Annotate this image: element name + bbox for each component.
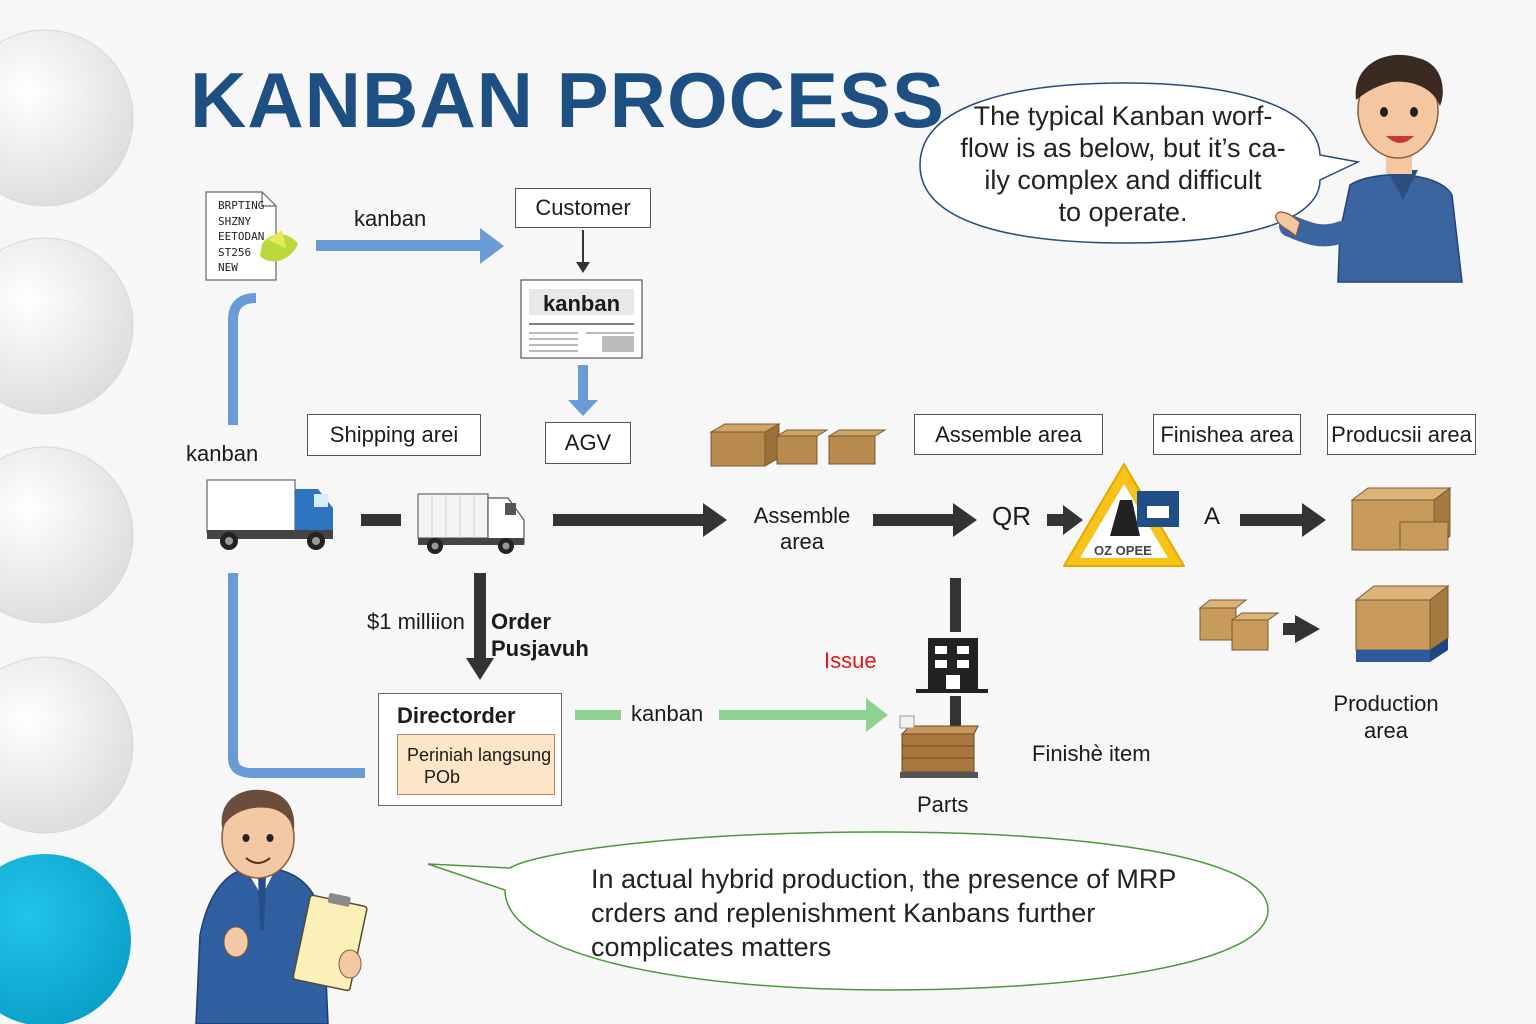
speech-top-text: The typical Kanban worf- flow is as belo… bbox=[938, 100, 1308, 228]
blue-loop-connector bbox=[228, 293, 257, 425]
green-arrows bbox=[575, 698, 888, 732]
finished-area-box: Finishea area bbox=[1153, 414, 1301, 455]
note-line-1: Periniah langsung bbox=[407, 745, 552, 765]
assemble-label-line-1: Assemble bbox=[753, 503, 851, 528]
parts-label: Parts bbox=[917, 792, 969, 817]
note-line-2: POb bbox=[424, 767, 461, 787]
shipping-area-box: Shipping arei bbox=[307, 414, 481, 456]
document-text: BRPTING SHZNY EETODAN ST256 NEW bbox=[218, 198, 264, 276]
direct-order-label: Directorder bbox=[397, 703, 516, 728]
document-line: NEW bbox=[218, 261, 238, 274]
document-line: SHZNY bbox=[218, 214, 252, 228]
document-icon bbox=[205, 191, 298, 281]
speech-bottom-line-3: complicates matters bbox=[591, 932, 832, 962]
parts-crate-icon bbox=[899, 715, 979, 778]
decorative-circles bbox=[0, 29, 134, 1024]
finished-item-label: Finishè item bbox=[1032, 741, 1151, 766]
speech-top-line-3: ily complex and difficult bbox=[984, 165, 1262, 195]
speech-bubble-top bbox=[919, 82, 1361, 244]
agv-box: AGV bbox=[545, 422, 631, 464]
cardboard-boxes-icon bbox=[709, 423, 887, 467]
assemble-label-line-2: area bbox=[779, 529, 825, 554]
speech-top-line-2: flow is as below, but it’s ca- bbox=[960, 133, 1286, 163]
kanban-green-label: kanban bbox=[631, 701, 704, 726]
kanban-left-label: kanban bbox=[186, 441, 259, 466]
production-label-line-1: Production bbox=[1333, 691, 1439, 716]
speech-top-line-1: The typical Kanban worf- bbox=[973, 101, 1273, 131]
truck-icon bbox=[206, 479, 333, 550]
order-label-line-1: Order bbox=[491, 609, 551, 634]
customer-box: Customer bbox=[515, 188, 651, 228]
dark-arrows bbox=[466, 503, 1326, 730]
page-title: KANBAN PROCESS bbox=[190, 56, 946, 144]
delivery-truck-icon bbox=[417, 493, 525, 554]
presenter-man-illustration bbox=[1275, 54, 1463, 283]
document-line: BRPTING bbox=[218, 199, 265, 212]
warning-sign-icon bbox=[1063, 463, 1185, 567]
blue-return-connector bbox=[228, 573, 365, 778]
production-area-label: Production area bbox=[1316, 690, 1456, 744]
small-boxes-icon bbox=[1198, 599, 1280, 651]
a-label: A bbox=[1204, 503, 1221, 530]
speech-bubble-bottom bbox=[427, 831, 1269, 991]
assemble-area-label: Assemble area bbox=[742, 503, 862, 555]
speech-bottom-line-2: crders and replenishment Kanbans further bbox=[591, 898, 1096, 928]
production-area-box: Producsii area bbox=[1327, 414, 1476, 455]
kanban-card-icon bbox=[520, 279, 643, 359]
direct-order-note: Periniah langsung POb bbox=[397, 734, 555, 795]
direct-order-box: Directorder Periniah langsung POb bbox=[378, 693, 562, 806]
document-line: EETODAN bbox=[218, 230, 265, 243]
pallet-boxes-icon bbox=[1354, 584, 1450, 662]
order-label: Order Pusjavuh bbox=[491, 608, 589, 662]
speech-bottom-text: In actual hybrid production, the presenc… bbox=[591, 862, 1241, 964]
kanban-card-label: kanban bbox=[543, 291, 621, 316]
production-label-line-2: area bbox=[1363, 718, 1409, 743]
document-line: ST256 bbox=[218, 245, 252, 259]
blue-arrows bbox=[316, 228, 598, 416]
warning-sign-label: OZ OPEE bbox=[1094, 543, 1152, 558]
kanban-top-label: kanban bbox=[354, 206, 427, 231]
speech-bottom-line-1: In actual hybrid production, the presenc… bbox=[591, 864, 1177, 894]
speech-top-line-4: to operate. bbox=[1058, 197, 1188, 227]
million-label: $1 milliion bbox=[367, 609, 465, 634]
large-boxes-icon bbox=[1350, 487, 1452, 552]
issue-label: Issue bbox=[824, 648, 877, 673]
assemble-area-box: Assemble area bbox=[914, 414, 1103, 455]
order-label-line-2: Pusjavuh bbox=[491, 636, 589, 661]
connector-dash bbox=[361, 514, 401, 526]
qr-label: QR bbox=[992, 501, 1031, 531]
businessman-illustration bbox=[195, 789, 368, 1024]
factory-building-icon bbox=[916, 638, 988, 693]
